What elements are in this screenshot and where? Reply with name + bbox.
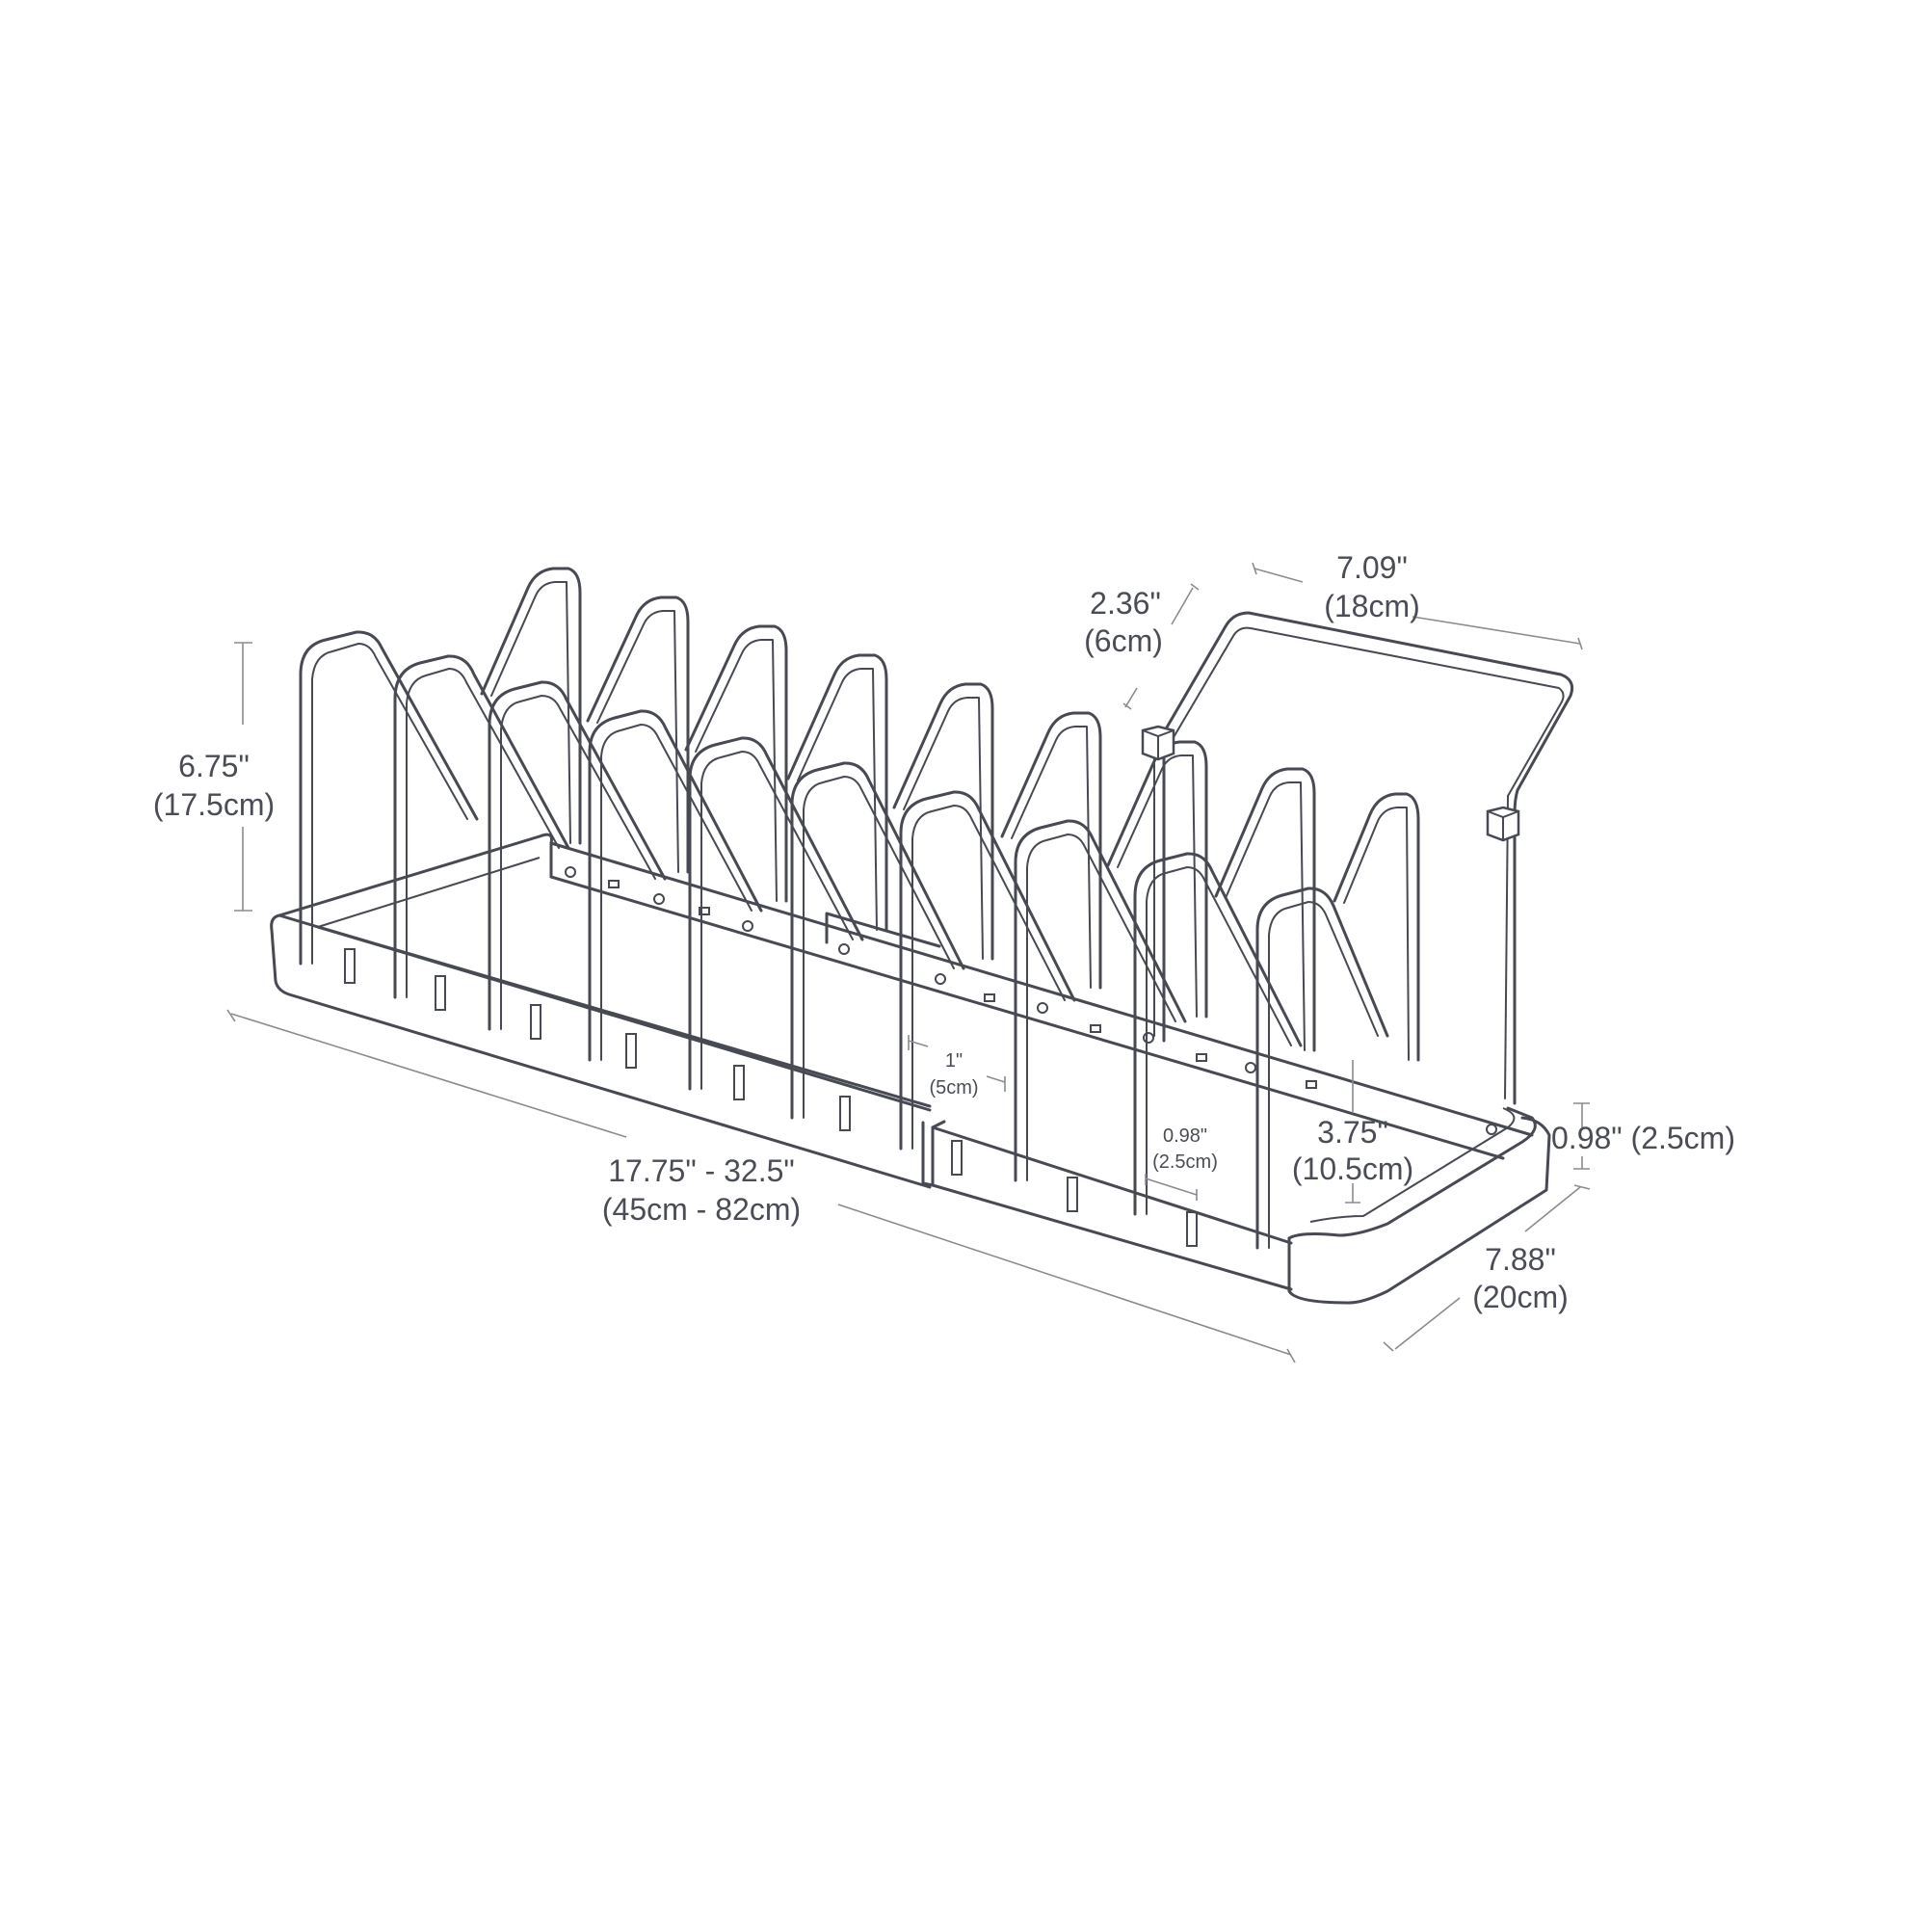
top-frame <box>1153 611 1574 1105</box>
divider-6 <box>790 761 965 1120</box>
slot-width-imperial: 0.98" <box>1163 1125 1207 1147</box>
height-imperial: 6.75" <box>178 749 250 783</box>
divider-3 <box>488 680 667 1031</box>
height-metric: (17.5cm) <box>153 787 275 822</box>
slot-width-metric: (2.5cm) <box>1152 1151 1218 1173</box>
divider-4 <box>588 709 763 1062</box>
base-height-label: 0.98" (2.5cm) <box>1551 1121 1735 1155</box>
divider-10 <box>1255 887 1389 1250</box>
divider-depth-metric: (6cm) <box>1084 623 1163 658</box>
divider-width-metric: (18cm) <box>1324 589 1420 623</box>
inner-height-metric: (10.5cm) <box>1292 1151 1413 1186</box>
dimension-lines <box>226 562 1591 1363</box>
width-metric: (20cm) <box>1472 1280 1569 1314</box>
length-metric: (45cm - 82cm) <box>602 1192 801 1227</box>
slot-posts <box>344 948 1198 1247</box>
base-tray <box>270 833 1551 1305</box>
slot-spacing-metric: (5cm) <box>929 1077 978 1098</box>
back-loops <box>480 567 1420 1062</box>
inner-height-imperial: 3.75" <box>1317 1115 1388 1150</box>
divider-7 <box>899 790 1076 1151</box>
divider-1 <box>299 630 479 966</box>
length-imperial: 17.75" - 32.5" <box>608 1153 795 1188</box>
divider-5 <box>688 736 864 1091</box>
divider-9 <box>1133 852 1303 1216</box>
wire-dividers <box>299 567 1574 1250</box>
divider-depth-imperial: 2.36" <box>1090 586 1161 621</box>
dimension-labels: 6.75" (17.5cm) 17.75" - 32.5" (45cm - 82… <box>153 550 1735 1314</box>
slot-spacing-imperial: 1" <box>945 1050 963 1072</box>
divider-width-imperial: 7.09" <box>1336 550 1408 585</box>
wire-clips <box>1141 725 1520 842</box>
width-imperial: 7.88" <box>1485 1242 1556 1277</box>
divider-2 <box>393 654 570 999</box>
